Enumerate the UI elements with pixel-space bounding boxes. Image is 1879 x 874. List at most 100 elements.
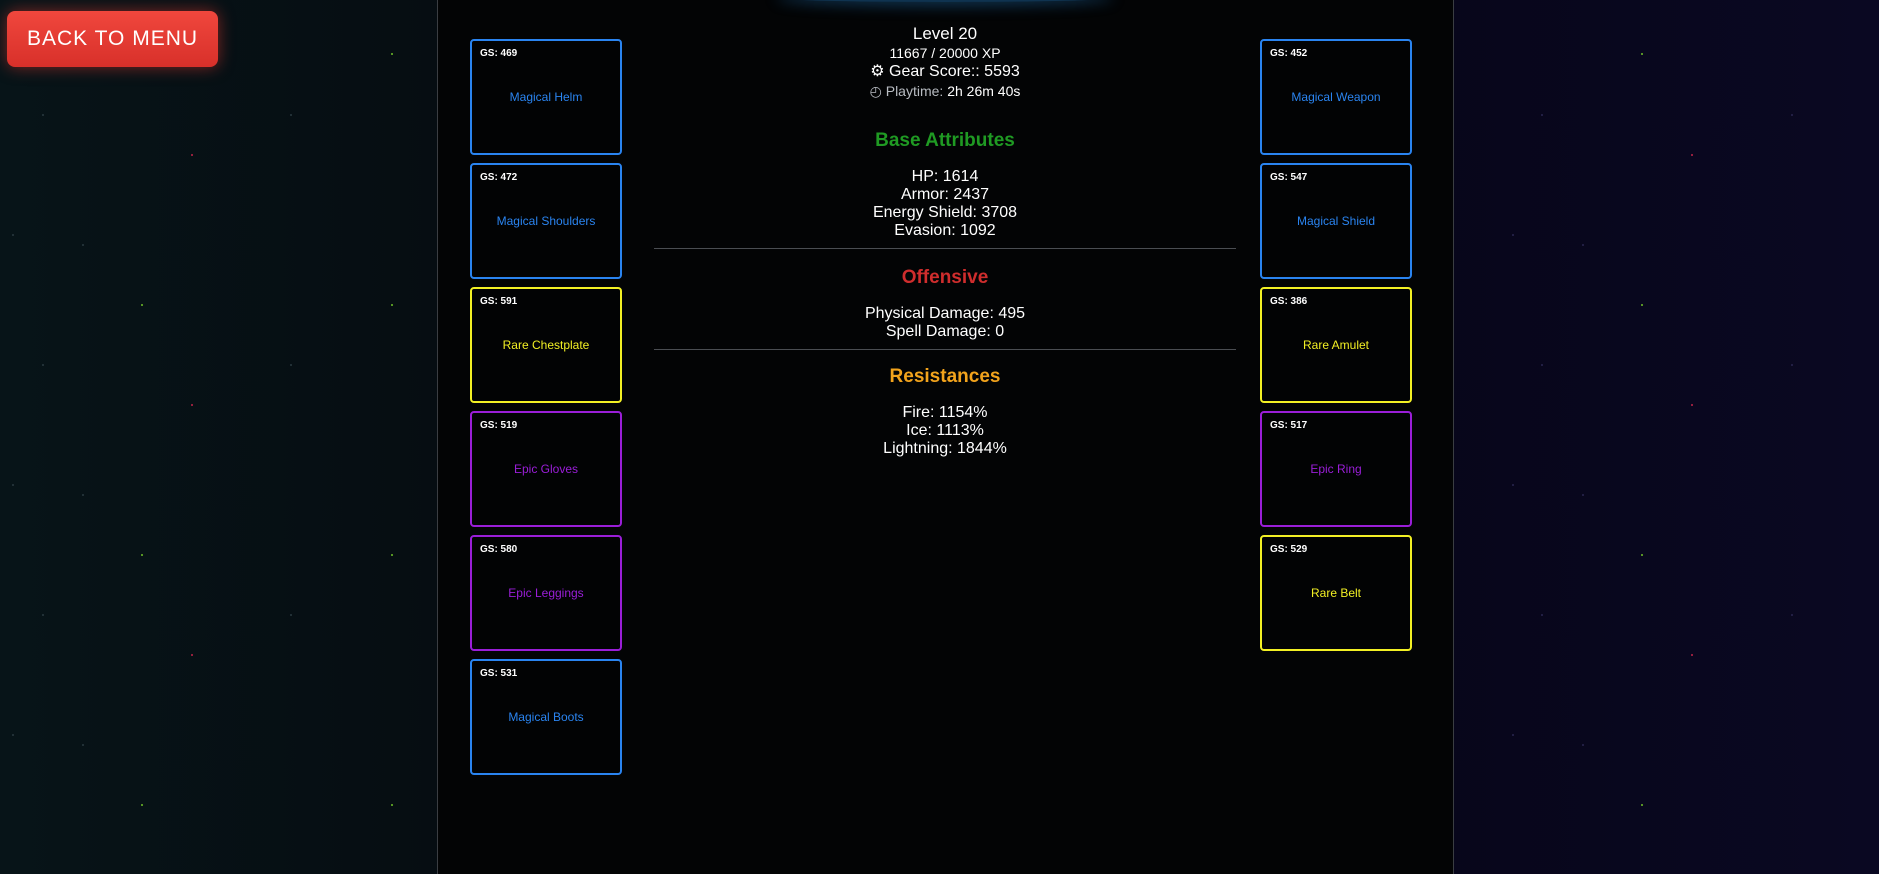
gear-score-label: GS: 469 bbox=[480, 48, 518, 59]
star bbox=[391, 554, 393, 556]
gear-score-label: GS: 452 bbox=[1270, 48, 1308, 59]
star bbox=[1541, 364, 1543, 366]
playtime: ◴ Playtime: 2h 26m 40s bbox=[654, 82, 1236, 100]
equipment-slot-boots[interactable]: GS: 531 Magical Boots bbox=[470, 659, 622, 775]
stat-fire-resistance: Fire: 1154% bbox=[902, 404, 988, 421]
star bbox=[82, 744, 84, 746]
star bbox=[1512, 484, 1514, 486]
resistances-list: Fire: 1154% Ice: 1113% Lightning: 1844% bbox=[654, 404, 1236, 458]
gear-score-label: GS: 580 bbox=[480, 544, 518, 555]
star bbox=[12, 734, 14, 736]
playtime-label: ◴ Playtime: bbox=[869, 83, 944, 99]
star bbox=[1691, 404, 1693, 406]
item-name: Magical Shield bbox=[1296, 214, 1376, 228]
star bbox=[42, 614, 44, 616]
star bbox=[1641, 53, 1643, 55]
star bbox=[12, 234, 14, 236]
gear-score-total: ⚙ Gear Score:: 5593 bbox=[870, 63, 1020, 80]
stat-energy-shield: Energy Shield: 3708 bbox=[872, 204, 1018, 221]
item-name: Magical Helm bbox=[509, 90, 583, 104]
star bbox=[1512, 234, 1514, 236]
offensive-list: Physical Damage: 495 Spell Damage: 0 bbox=[654, 305, 1236, 341]
stat-spell-damage: Spell Damage: 0 bbox=[885, 323, 1005, 340]
equipment-slot-legs[interactable]: GS: 580 Epic Leggings bbox=[470, 535, 622, 651]
star bbox=[1512, 734, 1514, 736]
section-divider bbox=[654, 248, 1236, 249]
star bbox=[42, 364, 44, 366]
base-attributes-title: Base Attributes bbox=[875, 130, 1015, 151]
star bbox=[391, 804, 393, 806]
item-name: Rare Chestplate bbox=[502, 338, 590, 352]
star bbox=[1691, 654, 1693, 656]
star bbox=[391, 304, 393, 306]
gear-score-label: GS: 531 bbox=[480, 668, 518, 679]
equipment-slot-chest[interactable]: GS: 591 Rare Chestplate bbox=[470, 287, 622, 403]
star bbox=[1582, 244, 1584, 246]
star bbox=[290, 114, 292, 116]
star bbox=[1582, 744, 1584, 746]
gear-score-label: GS: 547 bbox=[1270, 172, 1308, 183]
star bbox=[1541, 114, 1543, 116]
star bbox=[1791, 614, 1793, 616]
star bbox=[82, 494, 84, 496]
star bbox=[42, 114, 44, 116]
resistances-title: Resistances bbox=[889, 366, 1001, 387]
experience-counter: 11667 / 20000 XP bbox=[889, 45, 1001, 61]
stat-ice-resistance: Ice: 1113% bbox=[906, 422, 984, 439]
top-glow bbox=[780, 0, 1110, 2]
item-name: Rare Belt bbox=[1310, 586, 1362, 600]
gear-score-label: GS: 591 bbox=[480, 296, 518, 307]
offensive-title: Offensive bbox=[901, 267, 989, 288]
star bbox=[391, 53, 393, 55]
star bbox=[1641, 304, 1643, 306]
star bbox=[141, 554, 143, 556]
star bbox=[1791, 364, 1793, 366]
item-name: Magical Boots bbox=[508, 710, 584, 724]
playtime-value: 2h 26m 40s bbox=[947, 83, 1021, 99]
gear-score-label: GS: 472 bbox=[480, 172, 518, 183]
star bbox=[191, 404, 193, 406]
equipment-slot-belt[interactable]: GS: 529 Rare Belt bbox=[1260, 535, 1412, 651]
stat-hp: HP: 1614 bbox=[911, 168, 979, 185]
star bbox=[1582, 494, 1584, 496]
star bbox=[1791, 114, 1793, 116]
section-divider bbox=[654, 349, 1236, 350]
equipment-slot-ring[interactable]: GS: 517 Epic Ring bbox=[1260, 411, 1412, 527]
gear-score-label: GS: 529 bbox=[1270, 544, 1308, 555]
stat-physical-damage: Physical Damage: 495 bbox=[864, 305, 1026, 322]
item-name: Magical Shoulders bbox=[496, 214, 596, 228]
item-name: Magical Weapon bbox=[1291, 90, 1381, 104]
base-attributes-list: HP: 1614 Armor: 2437 Energy Shield: 3708… bbox=[654, 168, 1236, 240]
item-name: Rare Amulet bbox=[1302, 338, 1370, 352]
stat-armor: Armor: 2437 bbox=[900, 186, 990, 203]
star bbox=[1641, 554, 1643, 556]
equipment-slot-gloves[interactable]: GS: 519 Epic Gloves bbox=[470, 411, 622, 527]
equipment-slot-helm[interactable]: GS: 469 Magical Helm bbox=[470, 39, 622, 155]
stat-lightning-resistance: Lightning: 1844% bbox=[883, 440, 1007, 457]
star bbox=[12, 484, 14, 486]
stat-evasion: Evasion: 1092 bbox=[894, 222, 996, 239]
star bbox=[82, 244, 84, 246]
item-name: Epic Leggings bbox=[508, 586, 584, 600]
character-level: Level 20 bbox=[912, 24, 978, 43]
gear-score-label: GS: 386 bbox=[1270, 296, 1308, 307]
star bbox=[1691, 154, 1693, 156]
star bbox=[191, 654, 193, 656]
star bbox=[141, 304, 143, 306]
gear-score-label: GS: 517 bbox=[1270, 420, 1308, 431]
back-to-menu-button[interactable]: BACK TO MENU bbox=[7, 11, 218, 67]
equipment-slot-shoulders[interactable]: GS: 472 Magical Shoulders bbox=[470, 163, 622, 279]
equipment-slot-weapon[interactable]: GS: 452 Magical Weapon bbox=[1260, 39, 1412, 155]
character-stats: Level 20 11667 / 20000 XP ⚙ Gear Score::… bbox=[654, 24, 1236, 458]
star bbox=[290, 614, 292, 616]
star bbox=[191, 154, 193, 156]
star bbox=[141, 804, 143, 806]
star bbox=[1641, 804, 1643, 806]
equipment-slot-amulet[interactable]: GS: 386 Rare Amulet bbox=[1260, 287, 1412, 403]
equipment-slot-shield[interactable]: GS: 547 Magical Shield bbox=[1260, 163, 1412, 279]
item-name: Epic Ring bbox=[1310, 462, 1362, 476]
star bbox=[290, 364, 292, 366]
gear-score-label: GS: 519 bbox=[480, 420, 518, 431]
item-name: Epic Gloves bbox=[513, 462, 579, 476]
